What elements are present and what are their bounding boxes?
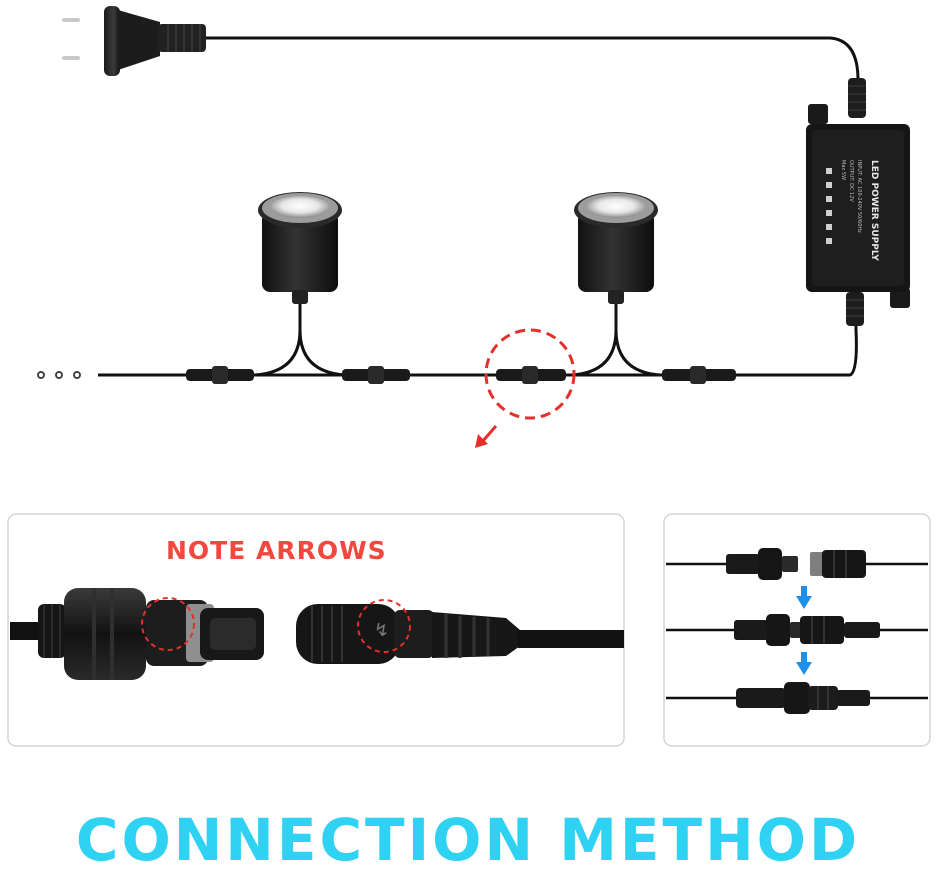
note-arrows-label: NOTE ARROWS [166, 536, 387, 565]
chain-connectors [186, 366, 736, 384]
connection-steps-panel [663, 513, 931, 747]
psu-spec-line: Max 5W [840, 160, 846, 180]
step-connected [666, 682, 928, 714]
psu-spec-line: INPUT: AC 100-240V 50/60Hz [856, 160, 862, 233]
spot-light-icon [258, 192, 342, 304]
waterproof-connector-icon [496, 366, 566, 384]
main-cable [98, 300, 858, 377]
psu-label: LED POWER SUPPLY [869, 160, 879, 261]
mains-cable [205, 36, 860, 100]
connector-detail-panel: NOTE ARROWS ↯ [7, 513, 625, 747]
female-connector-icon: ↯ [296, 599, 624, 664]
step-inserting [666, 614, 928, 646]
waterproof-connector-icon [186, 366, 254, 384]
step-separated [666, 548, 928, 580]
spot-light-icon [574, 192, 658, 304]
arrow-mark-icon: ↯ [374, 620, 389, 641]
pointer-arrow-icon [475, 425, 498, 448]
page-title: CONNECTION METHOD [75, 806, 861, 874]
psu-spec-line: OUTPUT: DC 12V [848, 160, 854, 202]
male-connector-icon [10, 588, 264, 680]
highlight-circle [484, 328, 576, 420]
waterproof-connector-icon [342, 366, 410, 384]
led-power-supply-icon: LED POWER SUPPLY INPUT: AC 100-240V 50/6… [806, 78, 910, 326]
waterproof-connector-icon [662, 366, 736, 384]
cable-end-dots [37, 371, 81, 379]
down-arrow-icon [796, 652, 812, 675]
eu-plug-icon [62, 6, 206, 76]
down-arrow-icon [796, 586, 812, 609]
